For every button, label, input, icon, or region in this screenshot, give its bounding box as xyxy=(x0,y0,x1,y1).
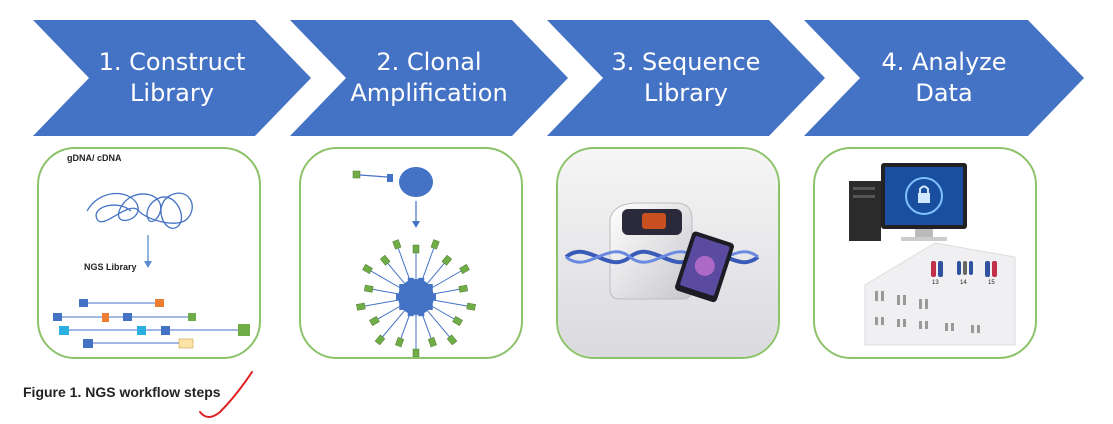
bead-bump xyxy=(396,294,402,300)
adapter-square xyxy=(412,244,420,254)
adapter-square xyxy=(412,348,420,357)
adapter-square xyxy=(452,316,463,326)
tangled-dna-strand xyxy=(86,192,193,229)
adapter-square xyxy=(392,239,402,250)
chevron-arrow-shape xyxy=(33,20,311,136)
amplified-fragment-line xyxy=(396,244,411,281)
amplified-fragment-line xyxy=(421,313,433,343)
step-4-line1: 4. Analyze xyxy=(881,48,1007,76)
chevron-arrow-shape xyxy=(547,20,825,136)
bead-amplification-illustration xyxy=(352,167,476,357)
karyotype-label-15: 15 xyxy=(988,280,995,286)
amplified-fragment-line xyxy=(360,299,399,308)
amplified-fragment-line xyxy=(431,305,458,322)
figure-caption: Figure 1. NGS workflow steps xyxy=(23,384,221,400)
step-1-arrow: 1. Construct Library xyxy=(33,20,311,136)
amplified-fragment-line xyxy=(379,310,405,341)
bead-bump xyxy=(430,294,436,300)
dna-library-illustration xyxy=(53,192,250,349)
adapter-square xyxy=(458,284,469,293)
chevron-arrow-shape xyxy=(290,20,568,136)
adapter-square xyxy=(369,316,380,326)
step-2-line2: Amplification xyxy=(350,79,508,107)
clonal-amplification-panel xyxy=(299,147,523,359)
amplified-fragment-line xyxy=(367,268,401,289)
adapter-square xyxy=(356,302,366,311)
karyotype-label-13: 13 xyxy=(932,280,939,286)
amplified-fragment-line xyxy=(384,259,405,284)
step-3-line2: Library xyxy=(644,79,728,107)
amplified-fragment-line xyxy=(433,288,464,295)
bead-bump xyxy=(407,277,414,284)
adapter-square xyxy=(395,336,405,348)
amplified-fragment-line xyxy=(421,244,436,281)
bead-bump xyxy=(407,310,414,317)
amplified-fragment-line xyxy=(427,259,448,284)
step-4-line2: Data xyxy=(915,79,973,107)
construct-library-panel: gDNA/ cDNA NGS Library xyxy=(37,147,261,359)
bead-bump xyxy=(418,277,425,284)
adapter-square xyxy=(362,264,373,274)
adapter-square xyxy=(441,254,453,266)
step-1-line2: Library xyxy=(130,79,214,107)
step-4-arrow: 4. Analyze Data xyxy=(804,20,1084,136)
amplified-fragment-line xyxy=(368,288,399,295)
amplified-bead xyxy=(356,239,476,357)
bead xyxy=(399,167,433,197)
step-2-label: 2. Clonal Amplification xyxy=(290,20,568,136)
bead-bump xyxy=(399,284,406,291)
adapter-square xyxy=(430,239,440,250)
bead-bump xyxy=(418,310,425,317)
amplified-fragment-line xyxy=(433,299,472,308)
adapter-square xyxy=(459,264,470,274)
bead-bump xyxy=(426,303,433,310)
sequencer-illustration xyxy=(558,149,778,357)
step-1-label: 1. Construct Library xyxy=(33,20,311,136)
step-3-arrow: 3. Sequence Library xyxy=(547,20,825,136)
step-2-arrow: 2. Clonal Amplification xyxy=(290,20,568,136)
bead-core xyxy=(398,279,434,315)
step-3-label: 3. Sequence Library xyxy=(547,20,825,136)
adapter-square xyxy=(446,334,458,346)
amplified-fragment-line xyxy=(431,268,465,289)
ngs-library-label: NGS Library xyxy=(84,262,137,272)
adapter-square xyxy=(466,302,476,311)
library-fragments xyxy=(53,299,250,349)
bead-bump xyxy=(426,284,433,291)
chevron-arrow-shape xyxy=(804,20,1084,136)
adapter-square xyxy=(379,254,391,266)
adapter-square xyxy=(363,284,374,293)
sequence-library-panel xyxy=(556,147,780,359)
karyotype-label-14: 14 xyxy=(960,280,967,286)
bead-bump xyxy=(399,303,406,310)
adapter-square xyxy=(427,336,437,348)
step-1-line1: 1. Construct xyxy=(98,48,246,76)
analyze-data-panel: 13 14 15 xyxy=(813,147,1037,359)
step-2-line1: 2. Clonal xyxy=(376,48,482,76)
gdna-label: gDNA/ cDNA xyxy=(67,153,122,163)
adapter-square xyxy=(374,334,386,346)
amplified-fragment-line xyxy=(399,313,411,343)
computer-tower xyxy=(849,181,881,241)
step-3-line1: 3. Sequence xyxy=(611,48,761,76)
computer-karyotype-illustration xyxy=(849,163,1016,346)
step-4-label: 4. Analyze Data xyxy=(804,20,1084,136)
amplified-fragment-line xyxy=(427,310,453,341)
amplified-fragment-line xyxy=(374,305,401,322)
red-annotation-mark xyxy=(199,371,253,418)
